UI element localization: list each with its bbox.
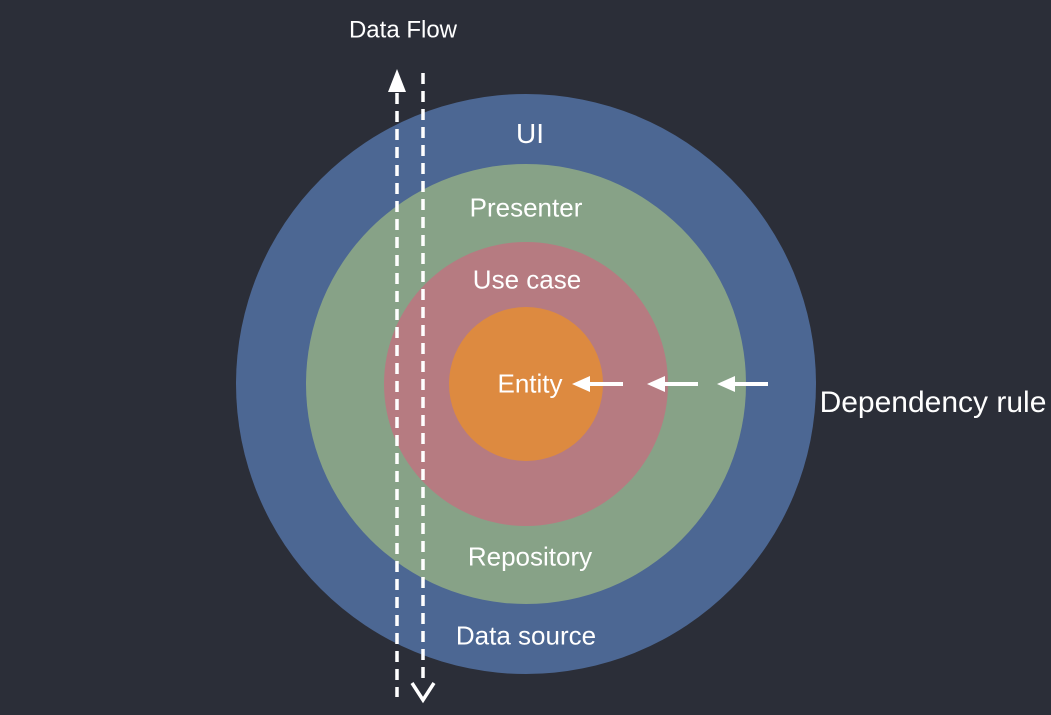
- dependency-rule-label: Dependency rule: [819, 385, 1047, 419]
- layer-label-data-source: Data source: [455, 620, 597, 651]
- layer-label-use-case: Use case: [472, 264, 582, 295]
- layer-label-presenter: Presenter: [469, 192, 583, 223]
- layer-label-repository: Repository: [467, 541, 593, 572]
- layer-label-ui: UI: [516, 118, 544, 150]
- data-flow-label: Data Flow: [348, 16, 458, 44]
- layer-label-entity: Entity: [497, 368, 563, 399]
